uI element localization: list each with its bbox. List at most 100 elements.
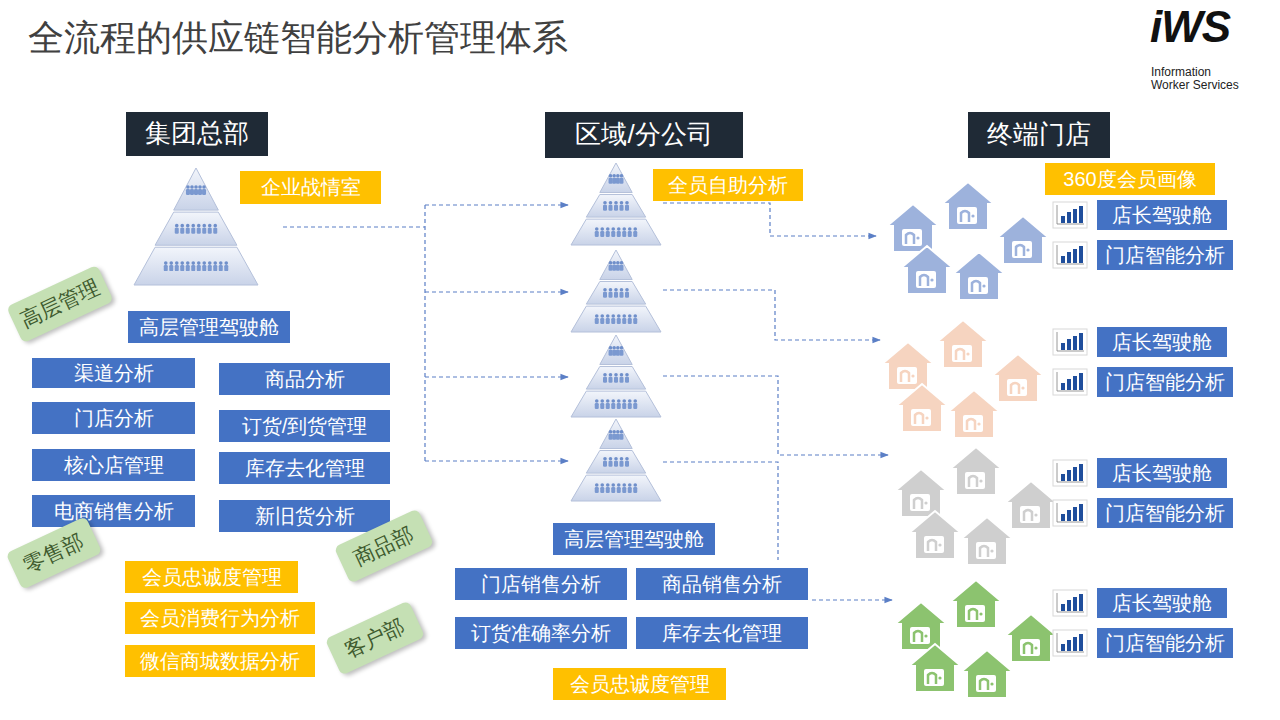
person-icon xyxy=(617,318,621,324)
node-text: 新旧货分析 xyxy=(255,505,355,528)
person-icon xyxy=(595,231,599,237)
person-icon xyxy=(609,292,613,298)
node-text: 库存去化管理 xyxy=(245,457,365,480)
person-icon xyxy=(616,265,620,271)
chart-icon xyxy=(1053,202,1087,228)
flow-line xyxy=(425,291,568,292)
person-icon xyxy=(609,430,613,434)
pyramid-tier xyxy=(600,250,632,280)
person-icon xyxy=(625,288,629,292)
node-text: 高层管理 xyxy=(17,275,103,332)
org-pyramid xyxy=(571,250,661,332)
person-icon xyxy=(622,403,626,409)
person-icon xyxy=(620,261,624,265)
person-icon xyxy=(611,403,615,409)
person-icon xyxy=(186,228,190,234)
node-text: 订货/到货管理 xyxy=(242,415,368,438)
feature-box: 微信商城数据分析 xyxy=(125,645,315,677)
person-icon xyxy=(617,483,621,487)
person-icon xyxy=(603,377,607,383)
node-text: 会员忠诚度管理 xyxy=(142,566,282,589)
chart-icon xyxy=(1053,500,1087,526)
person-icon xyxy=(633,318,637,324)
person-icon xyxy=(164,265,168,271)
pyramid-tier xyxy=(586,451,645,474)
store-house xyxy=(1005,614,1057,662)
person-icon xyxy=(194,185,198,189)
function-box: 库存去化管理 xyxy=(636,617,808,649)
pyramid-tier xyxy=(586,367,645,390)
person-icon xyxy=(197,261,201,265)
feature-box: 全员自助分析 xyxy=(653,169,803,201)
person-icon xyxy=(612,434,616,440)
person-icon xyxy=(625,377,629,383)
person-icon xyxy=(619,265,623,271)
person-icon xyxy=(609,265,613,271)
person-icon xyxy=(169,265,173,271)
pyramid-tier xyxy=(600,419,632,449)
person-icon xyxy=(616,430,620,434)
person-icon xyxy=(609,434,613,440)
person-icon xyxy=(611,487,615,493)
flow-line xyxy=(812,599,892,600)
person-icon xyxy=(213,261,217,265)
flow-line xyxy=(283,226,425,227)
person-icon xyxy=(198,189,202,195)
person-icon xyxy=(191,228,195,234)
person-icon xyxy=(186,185,190,189)
person-icon xyxy=(600,403,604,409)
person-icon xyxy=(633,487,637,493)
person-icon xyxy=(614,461,618,467)
person-icon xyxy=(620,461,624,467)
pyramid-tier xyxy=(134,247,258,285)
store-house xyxy=(961,650,1013,698)
person-icon xyxy=(614,201,618,205)
person-icon xyxy=(609,178,613,184)
function-box: 核心店管理 xyxy=(32,449,195,481)
person-icon xyxy=(600,227,604,231)
feature-box: 企业战情室 xyxy=(240,171,381,204)
node-text: 客户部 xyxy=(341,614,408,663)
flow-line xyxy=(424,205,425,461)
person-icon xyxy=(622,483,626,487)
person-icon xyxy=(180,224,184,228)
person-icon xyxy=(609,350,613,356)
node-text: 店长驾驶舱 xyxy=(1112,204,1212,227)
feature-box: 会员忠诚度管理 xyxy=(125,561,298,593)
pyramid-tier xyxy=(586,195,645,218)
store-house xyxy=(942,182,994,230)
person-icon xyxy=(606,227,610,231)
person-icon xyxy=(612,174,616,178)
flow-line xyxy=(425,376,568,377)
person-icon xyxy=(198,185,202,189)
person-icon xyxy=(611,318,615,324)
person-icon xyxy=(603,201,607,205)
pyramid-tier xyxy=(571,475,661,501)
pyramid-tier xyxy=(586,282,645,305)
function-box: 电商销售分析 xyxy=(32,495,195,527)
feature-box: 360度会员画像 xyxy=(1045,163,1215,195)
node-text: 会员忠诚度管理 xyxy=(570,673,710,696)
function-box: 门店销售分析 xyxy=(455,568,627,600)
person-icon xyxy=(622,399,626,403)
person-icon xyxy=(620,377,624,383)
store-house xyxy=(950,580,1002,628)
person-icon xyxy=(614,457,618,461)
person-icon xyxy=(606,399,610,403)
flow-line xyxy=(663,203,876,236)
person-icon xyxy=(625,461,629,467)
function-box: 渠道分析 xyxy=(32,358,195,388)
pyramid-tier xyxy=(571,391,661,417)
person-icon xyxy=(208,224,212,228)
node-text: 商品销售分析 xyxy=(662,573,782,596)
person-icon xyxy=(208,228,212,234)
person-icon xyxy=(611,483,615,487)
person-icon xyxy=(606,403,610,409)
person-icon xyxy=(616,261,620,265)
node-text: 库存去化管理 xyxy=(662,622,782,645)
node-text: 会员消费行为分析 xyxy=(140,607,300,630)
person-icon xyxy=(625,373,629,377)
person-icon xyxy=(614,373,618,377)
person-icon xyxy=(611,399,615,403)
person-icon xyxy=(609,461,613,467)
